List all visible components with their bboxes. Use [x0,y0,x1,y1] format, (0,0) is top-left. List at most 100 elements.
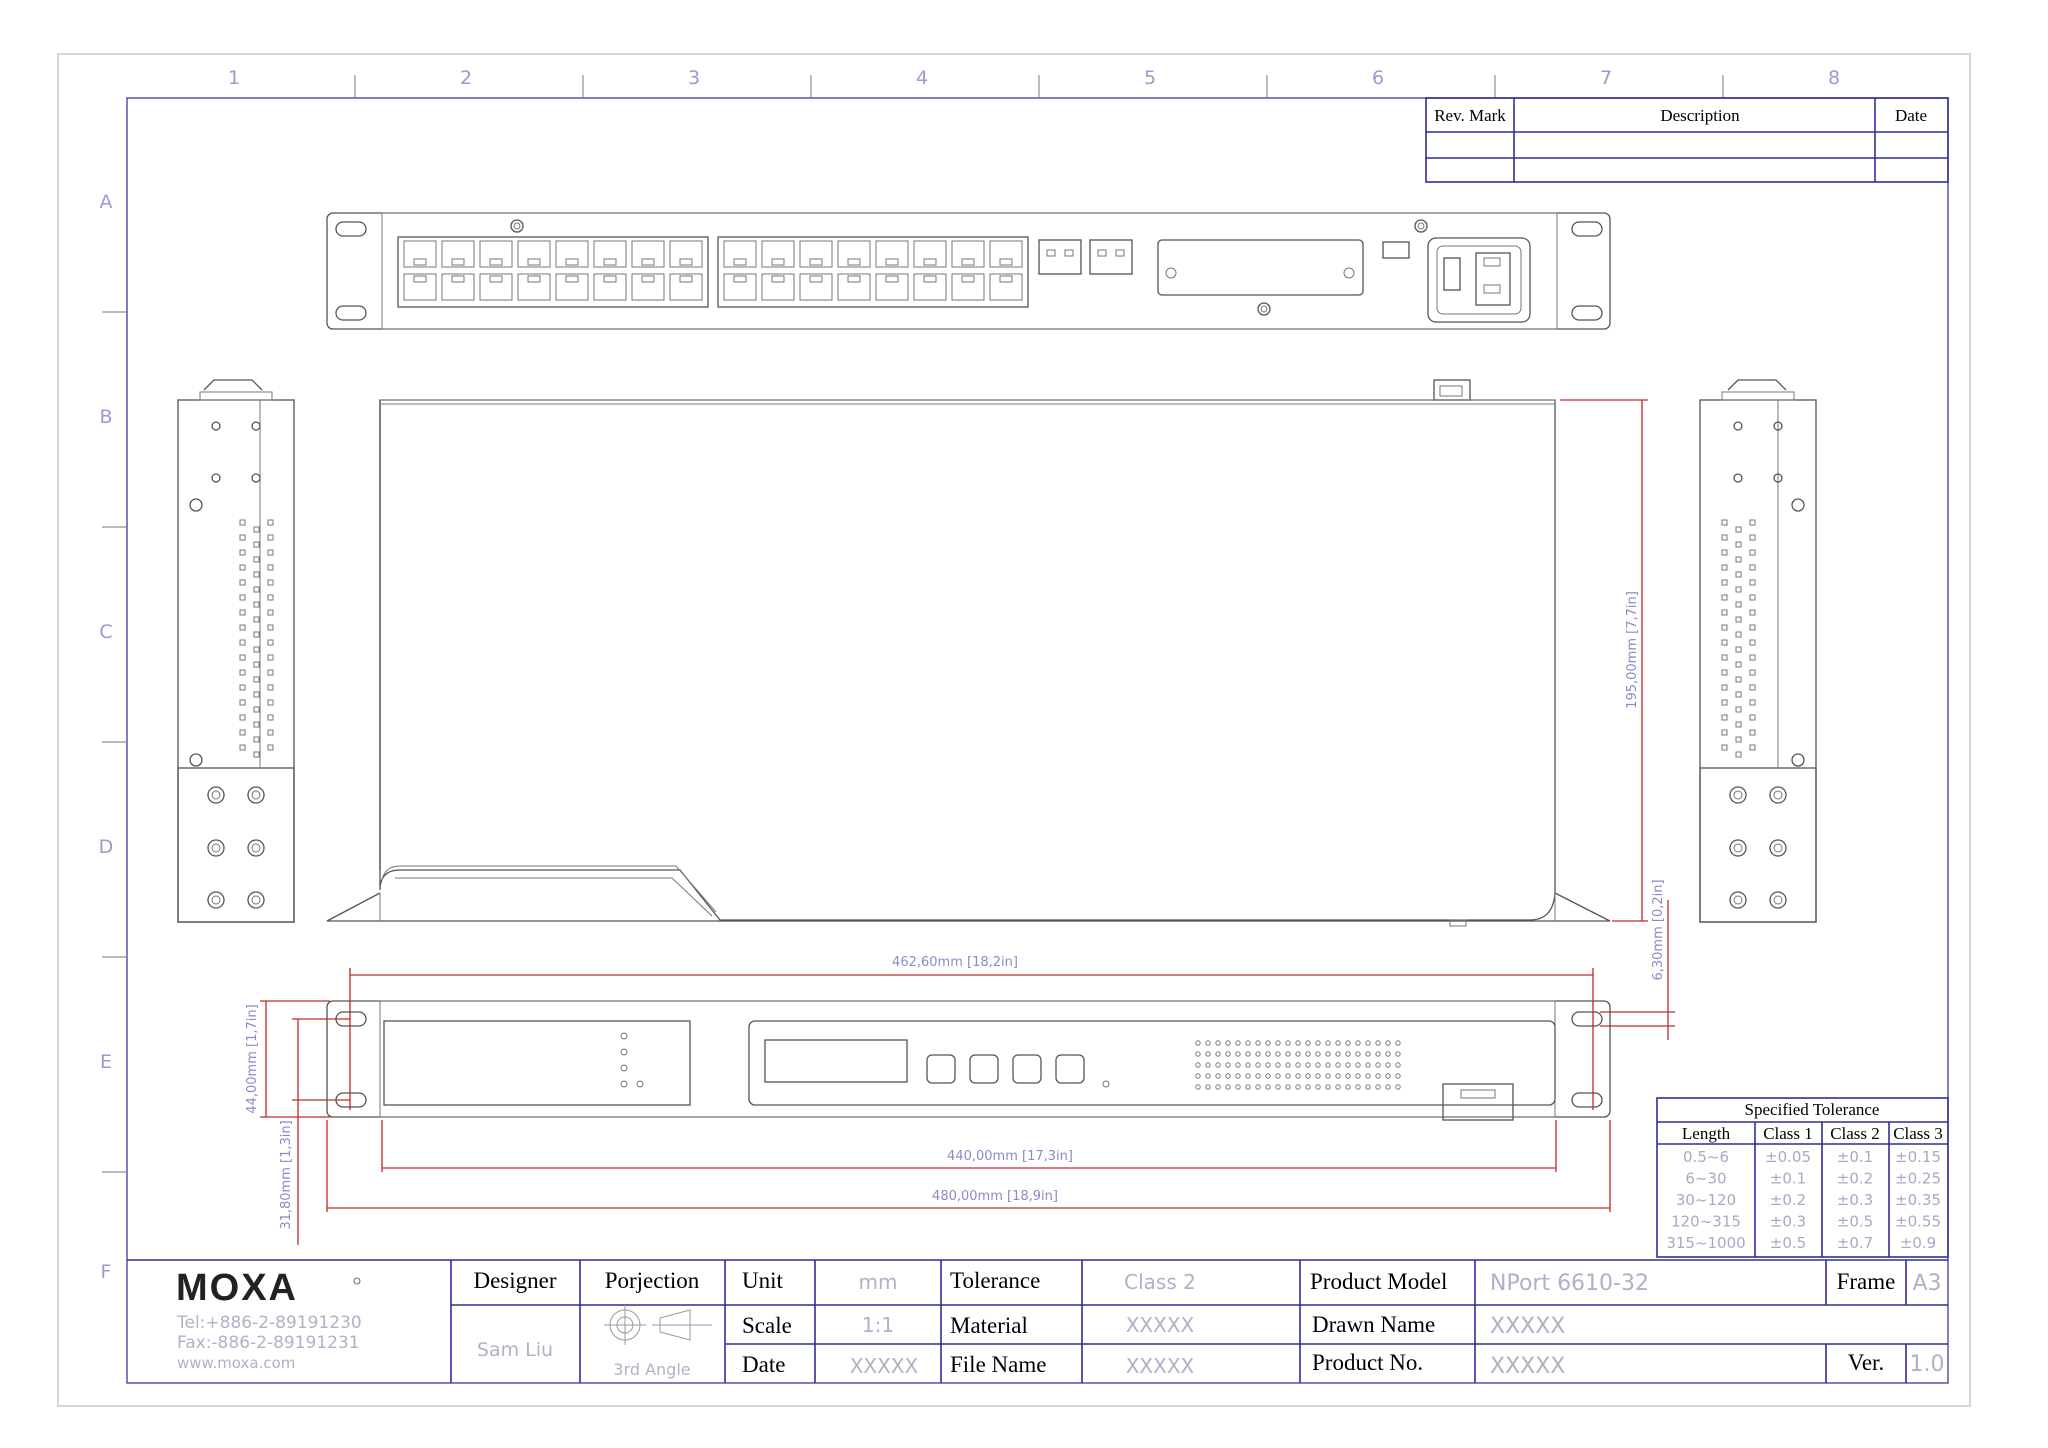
vent-hole [1385,1084,1391,1090]
vent-hole [1265,1073,1271,1079]
tolerance-rows: 0.5~6±0.05±0.1±0.156~30±0.1±0.2±0.2530~1… [1666,1148,1941,1252]
vent-hole [1375,1073,1381,1079]
projection-value: 3rd Angle [613,1360,690,1379]
vent-hole [1355,1084,1361,1090]
tolerance-cell: 120~315 [1671,1213,1741,1231]
tolerance-header-length: Length [1682,1124,1731,1143]
tolerance-cell: ±0.3 [1770,1213,1806,1231]
grid-row-e: E [100,1051,112,1073]
vent-hole [1275,1084,1281,1090]
vent-hole [239,519,246,526]
vent-hole [253,736,260,743]
rev-description-header: Description [1660,106,1740,125]
vent-hole [1195,1040,1201,1046]
vent-hole [1285,1073,1291,1079]
vent-hole [239,654,246,661]
tolerance-title: Specified Tolerance [1745,1100,1880,1119]
rj45-port-latch [679,258,693,266]
rj45-port-latch [961,275,975,283]
vent-hole [253,676,260,683]
rj45-port-latch [527,258,541,266]
rj45-port-latch [565,258,579,266]
product-model-value: NPort 6610-32 [1490,1271,1649,1296]
rj45-port-latch [733,258,747,266]
vent-hole [1721,744,1728,751]
vent-hole [1735,676,1742,683]
vent-hole [1721,564,1728,571]
vent-hole [239,714,246,721]
vent-hole [1315,1084,1321,1090]
file-name-label: File Name [950,1352,1046,1377]
vent-hole [267,669,274,676]
tolerance-header-class2: Class 2 [1830,1124,1880,1143]
rj45-port [951,240,985,268]
rj45-port [593,240,627,268]
vent-hole [1235,1084,1241,1090]
vent-hole [1365,1073,1371,1079]
frame-label: Frame [1837,1269,1896,1294]
grid-col-7: 7 [1600,67,1612,89]
vent-hole [267,714,274,721]
rj45-port-latch [771,258,785,266]
vent-hole [1215,1062,1221,1068]
vent-hole [1205,1040,1211,1046]
vent-hole [1735,646,1742,653]
vent-hole [1295,1051,1301,1057]
vent-hole [1335,1040,1341,1046]
vent-hole [253,721,260,728]
vent-hole [267,579,274,586]
vent-hole [1335,1051,1341,1057]
vent-hole [1225,1084,1231,1090]
grid-row-c: C [99,621,112,643]
vent-hole [1749,684,1756,691]
vent-hole [1735,601,1742,608]
designer-value: Sam Liu [477,1339,553,1361]
vent-hole [1721,729,1728,736]
vent-hole [1245,1062,1251,1068]
tolerance-label: Tolerance [950,1268,1040,1293]
vent-hole [1721,699,1728,706]
vent-hole [1721,684,1728,691]
vent-hole [1749,534,1756,541]
rj45-port [555,240,589,268]
vent-hole [1749,549,1756,556]
grid-row-f: F [101,1261,112,1283]
rj45-port [479,273,513,301]
rj45-port-latch [999,275,1013,283]
vent-hole [1265,1084,1271,1090]
vent-hole [1305,1073,1311,1079]
vent-hole [267,624,274,631]
vent-hole [1325,1062,1331,1068]
date-value: XXXXX [850,1354,919,1378]
vent-hole [1749,744,1756,751]
vent-hole [1305,1040,1311,1046]
rj45-port [875,273,909,301]
vent-hole [1315,1040,1321,1046]
vent-hole [1749,654,1756,661]
vent-hole [253,691,260,698]
vent-hole [1735,526,1742,533]
tolerance-cell: ±0.1 [1770,1170,1806,1188]
vent-hole [1325,1073,1331,1079]
grid-col-1: 1 [228,67,240,89]
vent-hole [1375,1084,1381,1090]
rj45-port [479,240,513,268]
rj45-port [403,273,437,301]
rj45-port-latch [999,258,1013,266]
vent-hole [1735,631,1742,638]
rj45-port-latch [413,258,427,266]
vent-hole [1225,1073,1231,1079]
rj45-port-latch [961,258,975,266]
vent-hole [1385,1051,1391,1057]
vent-hole [253,706,260,713]
scale-value: 1:1 [862,1313,894,1337]
vent-hole [253,661,260,668]
rj45-port-latch [771,275,785,283]
vent-hole [1749,639,1756,646]
rj45-port-latch [885,275,899,283]
vent-holes-front [1195,1040,1401,1090]
vent-holes-right [1721,519,1756,758]
vent-hole [1295,1073,1301,1079]
vent-hole [1295,1062,1301,1068]
vent-hole [1385,1062,1391,1068]
